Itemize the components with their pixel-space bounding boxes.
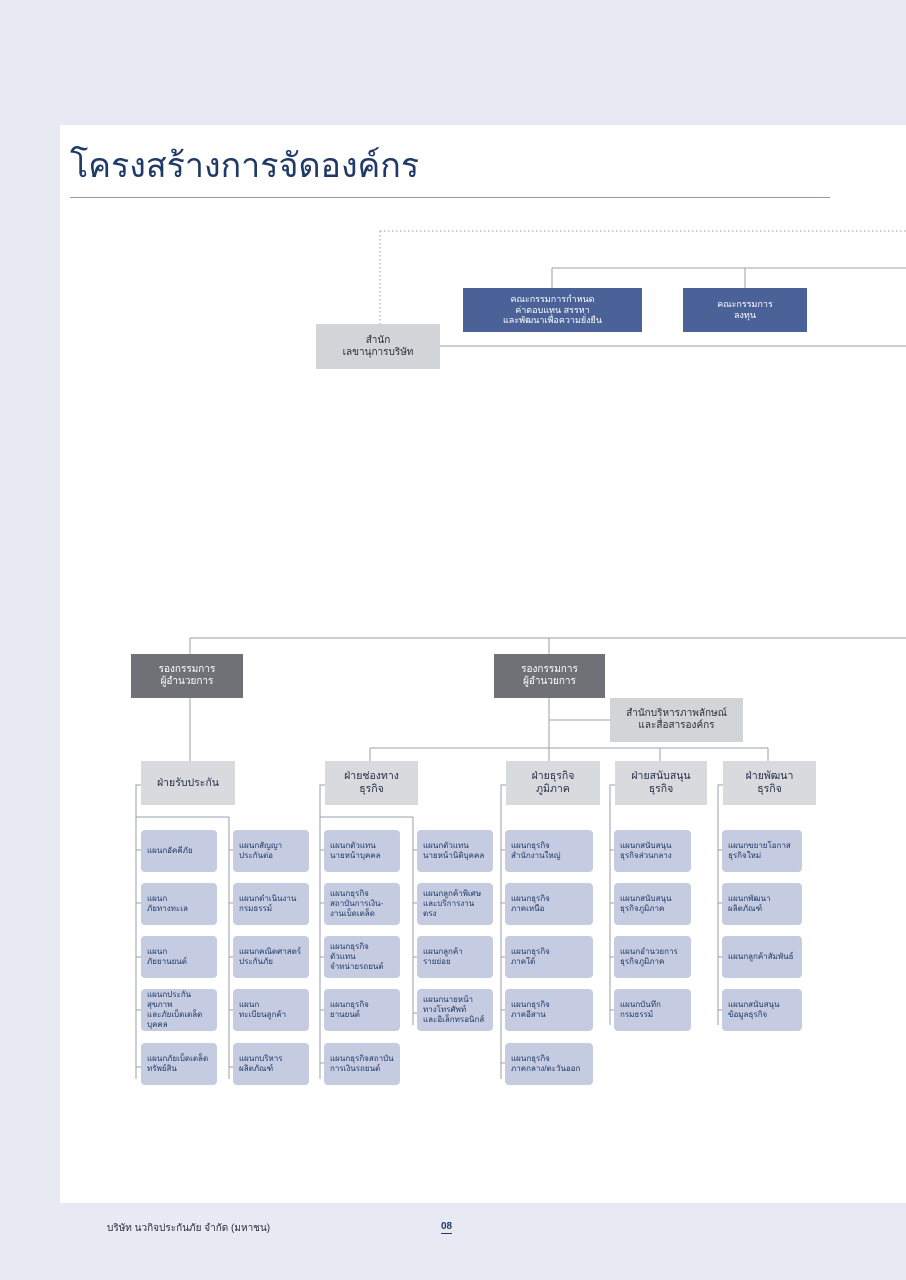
- department-box: แผนก ภัยยานยนต์: [141, 936, 217, 978]
- department-box: แผนกอำนวยการ ธุรกิจภูมิภาค: [614, 936, 691, 978]
- title-divider: [70, 197, 830, 198]
- page-number: 08: [441, 1221, 453, 1234]
- brand-office-box: สำนักบริหารภาพลักษณ์ และสื่อสารองค์กร: [610, 698, 743, 742]
- department-box: แผนกธุรกิจสถาบัน การเงินรถยนต์: [324, 1043, 400, 1085]
- department-box: แผนกลูกค้าพิเศษ และบริการงานตรง: [417, 883, 493, 925]
- division-channels: ฝ่ายช่องทาง ธุรกิจ: [325, 761, 418, 805]
- department-box: แผนก ทะเบียนลูกค้า: [233, 989, 309, 1031]
- department-box: แผนกสนับสนุน ธุรกิจภูมิภาค: [614, 883, 691, 925]
- secretary-office-box: สำนัก เลขานุการบริษัท: [316, 324, 440, 369]
- department-box: แผนกสัญญา ประกันต่อ: [233, 830, 309, 872]
- department-box: แผนกธุรกิจ ภาคอีสาน: [505, 989, 593, 1031]
- department-box: แผนกธุรกิจ สำนักงานใหญ่: [505, 830, 593, 872]
- department-box: แผนกอัคคีภัย: [141, 830, 217, 872]
- department-box: แผนกธุรกิจ ยานยนต์: [324, 989, 400, 1031]
- vp-center-box: รองกรรมการ ผู้อำนวยการ: [494, 654, 605, 698]
- department-box: แผนกลูกค้าสัมพันธ์: [722, 936, 802, 978]
- compensation-committee-box: คณะกรรมการกำหนด ค่าตอบแทน สรรหา และพัฒนา…: [463, 288, 642, 332]
- department-box: แผนก ภัยทางทะเล: [141, 883, 217, 925]
- department-box: แผนกธุรกิจ ภาคใต้: [505, 936, 593, 978]
- investment-committee-box: คณะกรรมการ ลงทุน: [683, 288, 807, 332]
- department-box: แผนกธุรกิจ ภาคกลาง/ตะวันออก: [505, 1043, 593, 1085]
- department-box: แผนกตัวแทน นายหน้านิติบุคคล: [417, 830, 493, 872]
- footer-company-name: บริษัท นวกิจประกันภัย จำกัด (มหาชน): [107, 1223, 271, 1234]
- division-regional: ฝ่ายธุรกิจ ภูมิภาค: [506, 761, 600, 805]
- department-box: แผนกภัยเบ็ดเตล็ด ทรัพย์สิน: [141, 1043, 217, 1085]
- department-box: แผนกบริหาร ผลิตภัณฑ์: [233, 1043, 309, 1085]
- exec-bus: [189, 637, 906, 654]
- division-underwriting: ฝ่ายรับประกัน: [141, 761, 235, 805]
- vp-left-box: รองกรรมการ ผู้อำนวยการ: [131, 654, 243, 698]
- committee-bus: [551, 267, 906, 288]
- department-box: แผนกสนับสนุน ข้อมูลธุรกิจ: [722, 989, 802, 1031]
- department-box: แผนกบันทึก กรมธรรม์: [614, 989, 691, 1031]
- department-box: แผนกพัฒนา ผลิตภัณฑ์: [722, 883, 802, 925]
- department-box: แผนกประกันสุขภาพ และภัยเบ็ดเตล็ด บุคคล: [141, 989, 217, 1031]
- department-box: แผนกคณิตศาสตร์ ประกันภัย: [233, 936, 309, 978]
- department-box: แผนกขยายโอกาส ธุรกิจใหม่: [722, 830, 802, 872]
- department-box: แผนกลูกค้า รายย่อย: [417, 936, 493, 978]
- department-box: แผนกธุรกิจตัวแทน จำหน่ายรถยนต์: [324, 936, 400, 978]
- department-box: แผนกนายหน้า ทางโทรศัพท์ และอิเล็กทรอนิกส…: [417, 989, 493, 1031]
- page-title: โครงสร้างการจัดองค์กร: [70, 147, 420, 185]
- department-box: แผนกธุรกิจ ภาคเหนือ: [505, 883, 593, 925]
- division-bus: [369, 747, 769, 761]
- division-development: ฝ่ายพัฒนา ธุรกิจ: [723, 761, 816, 805]
- vp-center-down: [548, 698, 610, 748]
- department-box: แผนกตัวแทน นายหน้าบุคคล: [324, 830, 400, 872]
- department-box: แผนกสนับสนุน ธุรกิจส่วนกลาง: [614, 830, 691, 872]
- division-support: ฝ่ายสนับสนุน ธุรกิจ: [615, 761, 707, 805]
- department-box: แผนกดำเนินงาน กรมธรรม์: [233, 883, 309, 925]
- dotted-line: [379, 230, 906, 324]
- department-box: แผนกธุรกิจ สถาบันการเงิน- งานเบ็ดเตล็ด: [324, 883, 400, 925]
